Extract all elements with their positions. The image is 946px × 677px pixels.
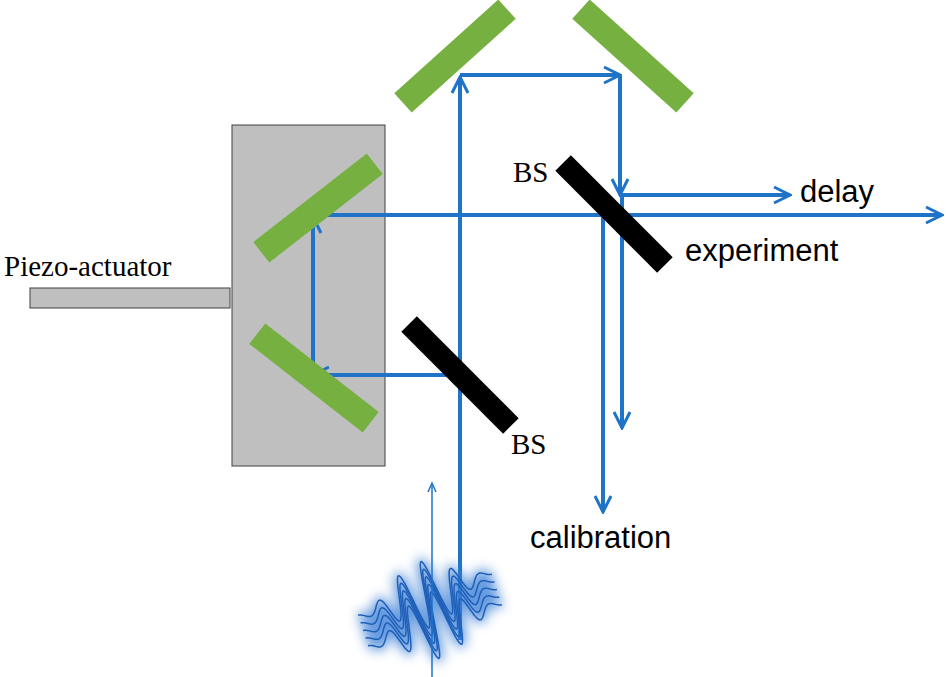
port-label: calibration	[530, 522, 671, 553]
part-label: Piezo-actuator	[4, 252, 171, 281]
component-label: BS	[513, 158, 548, 187]
mirrors	[249, 0, 693, 433]
laser-beams	[313, 75, 942, 640]
component-label: BS	[511, 430, 546, 459]
port-label: delay	[800, 176, 874, 207]
piezo-rod	[30, 288, 230, 308]
translation-stage	[232, 125, 385, 466]
port-label: experiment	[685, 235, 838, 266]
laser-pulse	[348, 542, 511, 677]
beam-splitters	[401, 155, 672, 433]
pulse-axis	[428, 483, 436, 677]
